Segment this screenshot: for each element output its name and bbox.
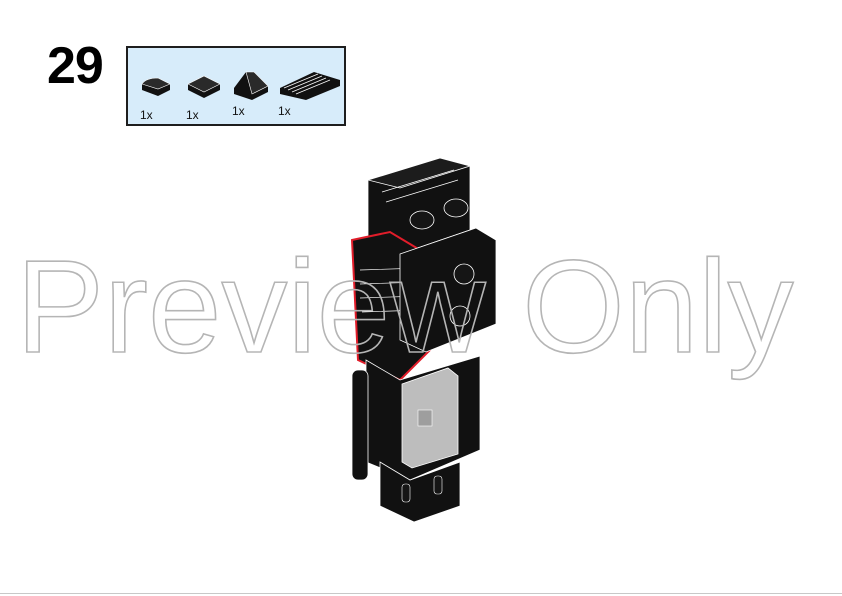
page-bottom-rule [0,593,842,594]
part-item: 1x [278,60,348,120]
part-item: 1x [140,64,190,124]
parts-list: 1x 1x 1x 1x [126,46,346,126]
part-quantity: 1x [278,104,291,118]
quarter-round-tile-icon [141,77,171,96]
assembly-illustration [330,150,530,530]
part-item: 1x [232,60,282,120]
part-quantity: 1x [186,108,199,122]
part-quantity: 1x [140,108,153,122]
square-tile-icon [187,75,221,98]
part-quantity: 1x [232,104,245,118]
part-item: 1x [186,64,236,124]
grille-plate-icon [280,72,340,100]
step-number: 29 [47,37,104,95]
slope-brick-icon [234,71,269,100]
